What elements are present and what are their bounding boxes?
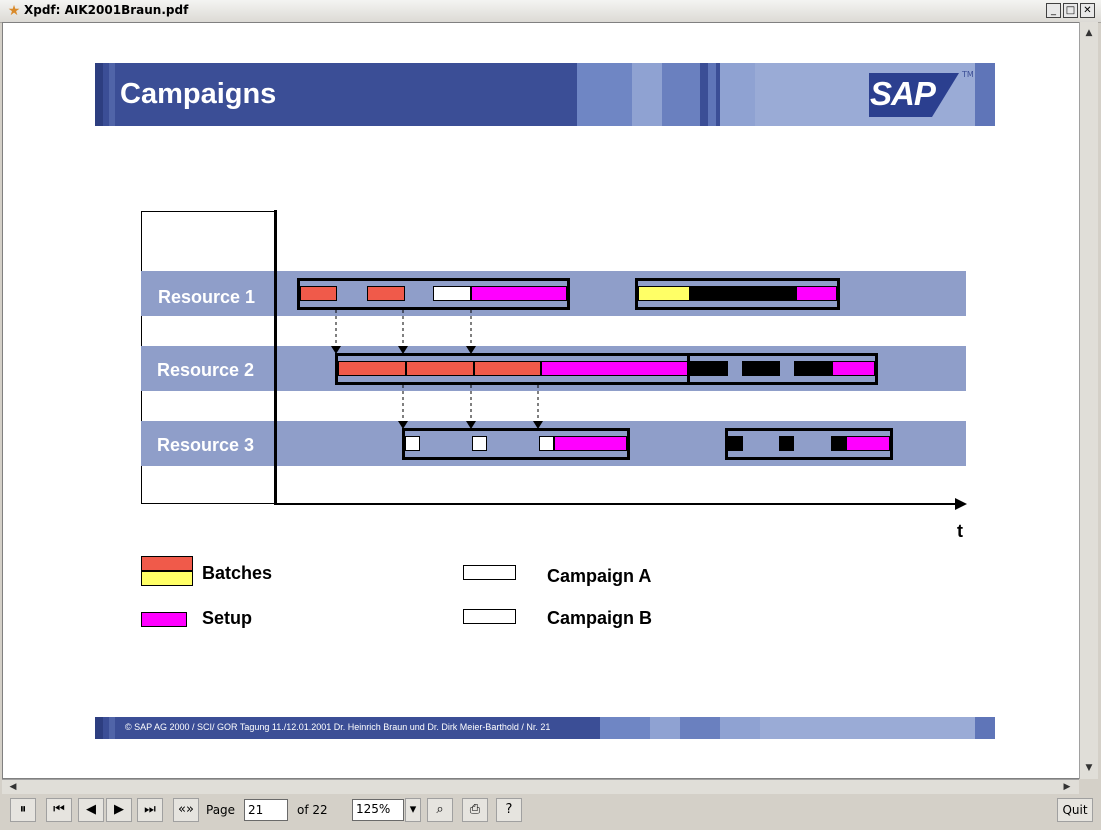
time-axis-arrow-icon bbox=[955, 498, 967, 510]
scroll-right-icon[interactable]: ▶ bbox=[1063, 782, 1071, 792]
setup-block bbox=[846, 436, 890, 451]
batch-block bbox=[831, 436, 846, 451]
batch-block bbox=[338, 361, 406, 376]
horizontal-scrollbar[interactable]: ◀ ▶ bbox=[2, 779, 1079, 794]
vertical-axis bbox=[274, 210, 277, 505]
time-axis bbox=[275, 503, 957, 505]
star-icon: ★ bbox=[7, 3, 21, 19]
window-title: Xpdf: AIK2001Braun.pdf bbox=[24, 3, 189, 17]
quit-button[interactable]: Quit bbox=[1057, 798, 1093, 822]
help-button[interactable]: ? bbox=[496, 798, 522, 822]
legend-batches-label: Batches bbox=[202, 563, 273, 583]
page-label: Page bbox=[206, 803, 236, 817]
batch-block bbox=[433, 286, 471, 301]
maximize-button[interactable]: □ bbox=[1063, 3, 1078, 18]
resource-1-label: Resource 1 bbox=[158, 287, 256, 307]
zoom-dropdown-icon[interactable]: ▾ bbox=[405, 798, 421, 822]
page-count: of 22 bbox=[297, 803, 328, 817]
scroll-down-icon[interactable]: ▼ bbox=[1085, 763, 1093, 773]
find-binoculars-icon[interactable]: ⌕ bbox=[427, 798, 453, 822]
pause-icon[interactable]: ⏸ bbox=[10, 798, 36, 822]
resource-2-campaign-b bbox=[687, 353, 878, 385]
minimize-button[interactable]: _ bbox=[1046, 3, 1061, 18]
legend-setup-label: Setup bbox=[202, 608, 253, 628]
legend-batch-yellow-swatch bbox=[141, 571, 193, 586]
legend-setup-swatch bbox=[141, 612, 187, 627]
slide-footer bbox=[95, 717, 995, 739]
batch-block bbox=[779, 436, 794, 451]
sap-logo-text: SAP bbox=[870, 75, 936, 112]
slide-title: Campaigns bbox=[120, 78, 277, 110]
time-axis-label: t bbox=[957, 521, 963, 541]
resource-1-campaign-b bbox=[635, 278, 840, 310]
scroll-up-icon[interactable]: ▲ bbox=[1085, 28, 1093, 38]
sap-trademark: TM bbox=[962, 70, 974, 79]
print-icon[interactable]: ⎙ bbox=[462, 798, 488, 822]
setup-block bbox=[471, 286, 567, 301]
legend-campaign-a-swatch bbox=[463, 565, 516, 580]
footer-text: © SAP AG 2000 / SCI/ GOR Tagung 11./12.0… bbox=[125, 722, 551, 732]
batch-block bbox=[690, 286, 796, 301]
resource-3-campaign-b bbox=[725, 428, 893, 460]
close-button[interactable]: ✕ bbox=[1080, 3, 1095, 18]
resource-1-campaign-a bbox=[297, 278, 570, 310]
legend-campaign-b-swatch bbox=[463, 609, 516, 624]
batch-block bbox=[728, 436, 743, 451]
batch-block bbox=[405, 436, 420, 451]
resource-3-campaign-a bbox=[402, 428, 630, 460]
batch-block bbox=[300, 286, 337, 301]
page-input[interactable] bbox=[244, 799, 288, 821]
back-forward-icon[interactable]: «» bbox=[173, 798, 199, 822]
resource-2-campaign-a bbox=[335, 353, 690, 385]
legend-batch-red-swatch bbox=[141, 556, 193, 571]
batch-block bbox=[794, 361, 832, 376]
scroll-left-icon[interactable]: ◀ bbox=[9, 782, 17, 792]
batch-block bbox=[539, 436, 554, 451]
resource-2-label: Resource 2 bbox=[157, 360, 255, 380]
prev-page-icon[interactable]: ◀ bbox=[78, 798, 104, 822]
batch-block bbox=[472, 436, 487, 451]
vertical-scrollbar[interactable]: ▲ ▼ bbox=[1079, 22, 1098, 779]
batch-block bbox=[690, 361, 728, 376]
batch-block bbox=[406, 361, 474, 376]
setup-block bbox=[796, 286, 837, 301]
legend-campaign-a-label: Campaign A bbox=[547, 566, 652, 586]
batch-block bbox=[742, 361, 780, 376]
first-page-icon[interactable]: ⏮ bbox=[46, 798, 72, 822]
batch-block bbox=[474, 361, 541, 376]
legend-campaign-b-label: Campaign B bbox=[547, 608, 653, 628]
batch-block bbox=[367, 286, 405, 301]
next-page-icon[interactable]: ▶ bbox=[106, 798, 132, 822]
zoom-select[interactable]: 125% bbox=[352, 799, 404, 821]
batch-block bbox=[638, 286, 690, 301]
toolbar bbox=[0, 794, 1101, 830]
slide-header bbox=[95, 63, 995, 126]
setup-block bbox=[832, 361, 875, 376]
resource-3-label: Resource 3 bbox=[157, 435, 255, 455]
last-page-icon[interactable]: ⏭ bbox=[137, 798, 163, 822]
setup-block bbox=[554, 436, 627, 451]
